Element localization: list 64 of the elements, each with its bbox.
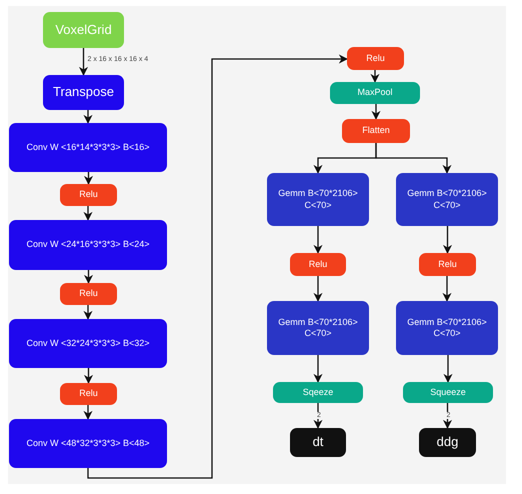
output-box <box>419 428 476 457</box>
arrow <box>83 405 93 420</box>
arrow <box>313 355 323 383</box>
layer-box <box>9 123 167 172</box>
arrow <box>84 172 94 185</box>
arrow <box>83 305 93 320</box>
arrow <box>84 270 94 284</box>
activation-box <box>347 47 404 70</box>
arrow <box>313 403 323 429</box>
node-text: MaxPool <box>357 87 392 99</box>
node-text: Flatten <box>362 125 390 137</box>
layer-box <box>9 319 167 368</box>
layer-box <box>43 75 124 110</box>
node-text: Conv W <48*32*3*3*3> B<48> <box>26 438 150 450</box>
layer-box <box>267 301 369 355</box>
node-text: Gemm B<70*2106> C<70> <box>406 188 488 211</box>
input-box <box>43 12 124 48</box>
activation-box <box>419 253 476 276</box>
arrow <box>83 206 93 221</box>
activation-box <box>342 119 410 143</box>
activation-box <box>290 253 346 276</box>
activation-box <box>60 283 117 305</box>
layer-box <box>396 173 498 226</box>
arrow <box>84 368 94 384</box>
node-text: ddg <box>436 434 458 451</box>
node-text: VoxelGrid <box>55 22 112 38</box>
node-text: Gemm B<70*2106> C<70> <box>277 316 359 340</box>
node-text: Relu <box>79 388 98 400</box>
layer-box <box>9 419 167 468</box>
layer-box <box>9 220 167 270</box>
arrow <box>375 143 452 174</box>
arrow <box>371 104 381 120</box>
node-text: dt <box>312 434 324 451</box>
operation-box <box>330 82 420 104</box>
arrow <box>370 70 380 83</box>
layer-box <box>396 301 498 355</box>
node-text: Relu <box>79 288 98 300</box>
arrow <box>78 48 88 76</box>
node-text: Relu <box>366 52 385 64</box>
arrow <box>442 403 452 429</box>
node-text: Conv W <24*16*3*3*3> B<24> <box>26 239 150 251</box>
arrow <box>442 226 452 254</box>
arrow <box>313 276 323 302</box>
output-box <box>290 428 346 457</box>
operation-box <box>273 382 363 403</box>
node-text: Squeeze <box>430 386 466 398</box>
operation-box <box>403 382 493 403</box>
arrow <box>313 226 323 254</box>
activation-box <box>60 184 117 206</box>
node-text: Gemm B<70*2106> C<70> <box>406 316 488 340</box>
node-text: Relu <box>308 258 328 270</box>
arrow <box>443 355 453 383</box>
arrow <box>87 54 348 479</box>
node-text: Relu <box>79 189 98 201</box>
node-text: Sqeeze <box>302 386 334 398</box>
activation-box <box>60 383 117 405</box>
node-text: Transpose <box>53 84 114 101</box>
node-text: Gemm B<70*2106> C<70> <box>277 188 359 211</box>
node-text: Conv W <16*14*3*3*3> B<16> <box>26 142 150 154</box>
node-text: Relu <box>438 258 457 270</box>
arrow <box>442 276 452 302</box>
node-text: Conv W <32*24*3*3*3> B<32> <box>26 338 150 350</box>
layer-box <box>267 173 369 226</box>
arrow <box>83 110 93 124</box>
